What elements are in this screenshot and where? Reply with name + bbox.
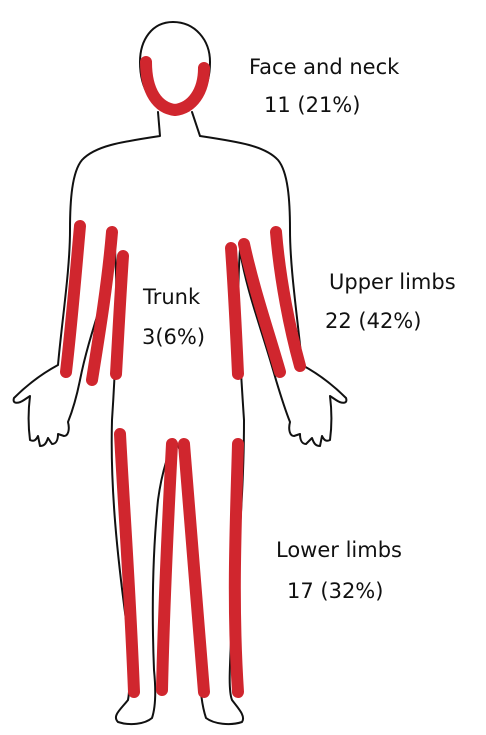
lower-limbs-label: Lower limbs xyxy=(276,538,402,562)
highlight-face-neck xyxy=(146,62,204,110)
highlight-left-arm-inner xyxy=(92,232,112,380)
highlight-right-arm-outer xyxy=(276,232,300,366)
highlight-right-trunk xyxy=(231,248,238,374)
highlight-left-arm-outer xyxy=(66,226,80,372)
face-neck-label: Face and neck xyxy=(249,55,399,79)
upper-limbs-label: Upper limbs xyxy=(329,270,456,294)
highlight-left-leg-outer xyxy=(120,434,134,692)
trunk-value: 3(6%) xyxy=(142,325,205,349)
trunk-label: Trunk xyxy=(143,285,200,309)
highlight-left-trunk xyxy=(116,256,123,374)
highlight-left-leg-inner xyxy=(162,444,172,690)
highlight-right-leg-inner xyxy=(184,444,204,692)
upper-limbs-value: 22 (42%) xyxy=(325,309,421,333)
lower-limbs-value: 17 (32%) xyxy=(287,579,383,603)
face-neck-value: 11 (21%) xyxy=(264,93,360,117)
affected-areas xyxy=(66,62,300,692)
highlight-right-leg-outer xyxy=(235,444,238,692)
